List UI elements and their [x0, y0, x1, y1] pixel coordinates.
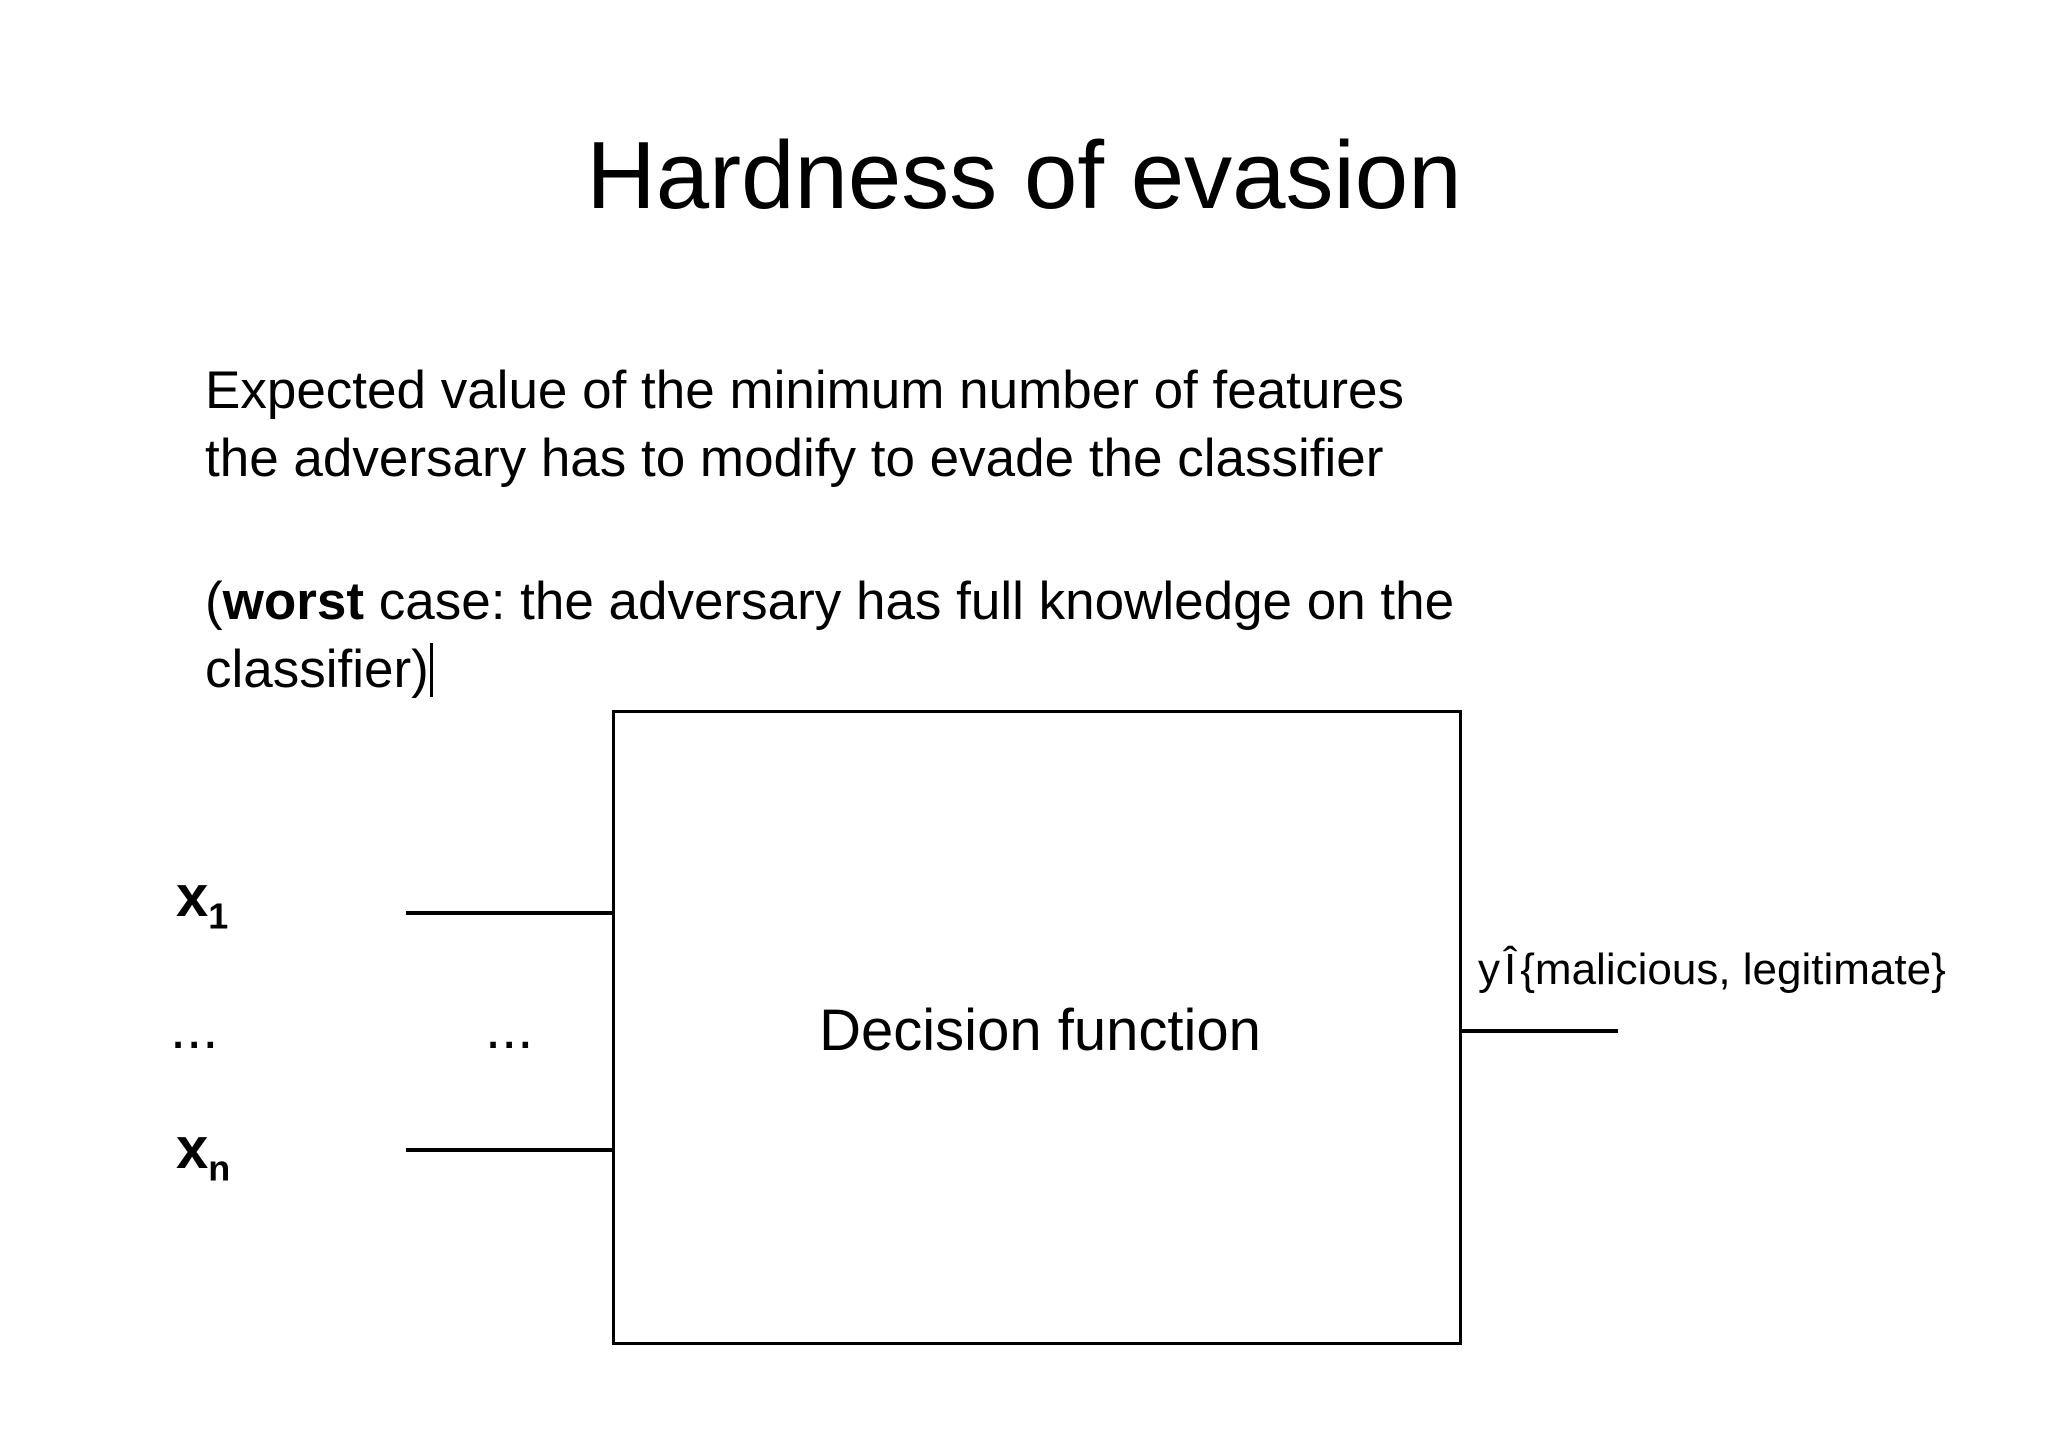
input-x1-base: x [176, 864, 209, 929]
text-cursor-caret [429, 643, 433, 697]
page-title: Hardness of evasion [586, 122, 1462, 229]
body-line-2: the adversary has to modify to evade the… [205, 429, 1384, 488]
output-set: {malicious, legitimate} [1520, 945, 1946, 994]
ellipsis-inputs-left: ... [170, 996, 219, 1061]
input-x1-subscript: 1 [208, 895, 229, 937]
wire-output-y [1460, 1029, 1618, 1033]
body-line-4: classifier) [205, 636, 1454, 704]
body-line-3-rest: case: the adversary has full knowledge o… [364, 572, 1455, 631]
open-paren: ( [205, 572, 223, 631]
element-of-icon: Î [1504, 945, 1517, 994]
emphasis-worst: worst [222, 572, 365, 631]
input-xn-base: x [176, 1116, 209, 1181]
body-paragraph-worst-case: (worst case: the adversary has full know… [205, 568, 1454, 704]
body-line-1: Expected value of the minimum number of … [205, 361, 1404, 420]
input-label-xn: xn [176, 1120, 230, 1187]
input-label-x1: x1 [176, 868, 228, 935]
body-paragraph-expected-value: Expected value of the minimum number of … [205, 357, 1404, 493]
output-label-y: yÎ{malicious, legitimate} [1478, 948, 1946, 992]
body-line-4-text: classifier) [205, 640, 429, 699]
wire-input-xn [406, 1148, 614, 1152]
wire-input-x1 [406, 911, 614, 915]
body-line-3: (worst case: the adversary has full know… [205, 568, 1454, 636]
decision-function-label: Decision function [819, 998, 1261, 1063]
output-variable: y [1478, 945, 1500, 994]
ellipsis-wires-middle: ... [485, 996, 534, 1061]
input-xn-subscript: n [208, 1147, 231, 1189]
decision-function-box: Decision function [612, 710, 1462, 1345]
